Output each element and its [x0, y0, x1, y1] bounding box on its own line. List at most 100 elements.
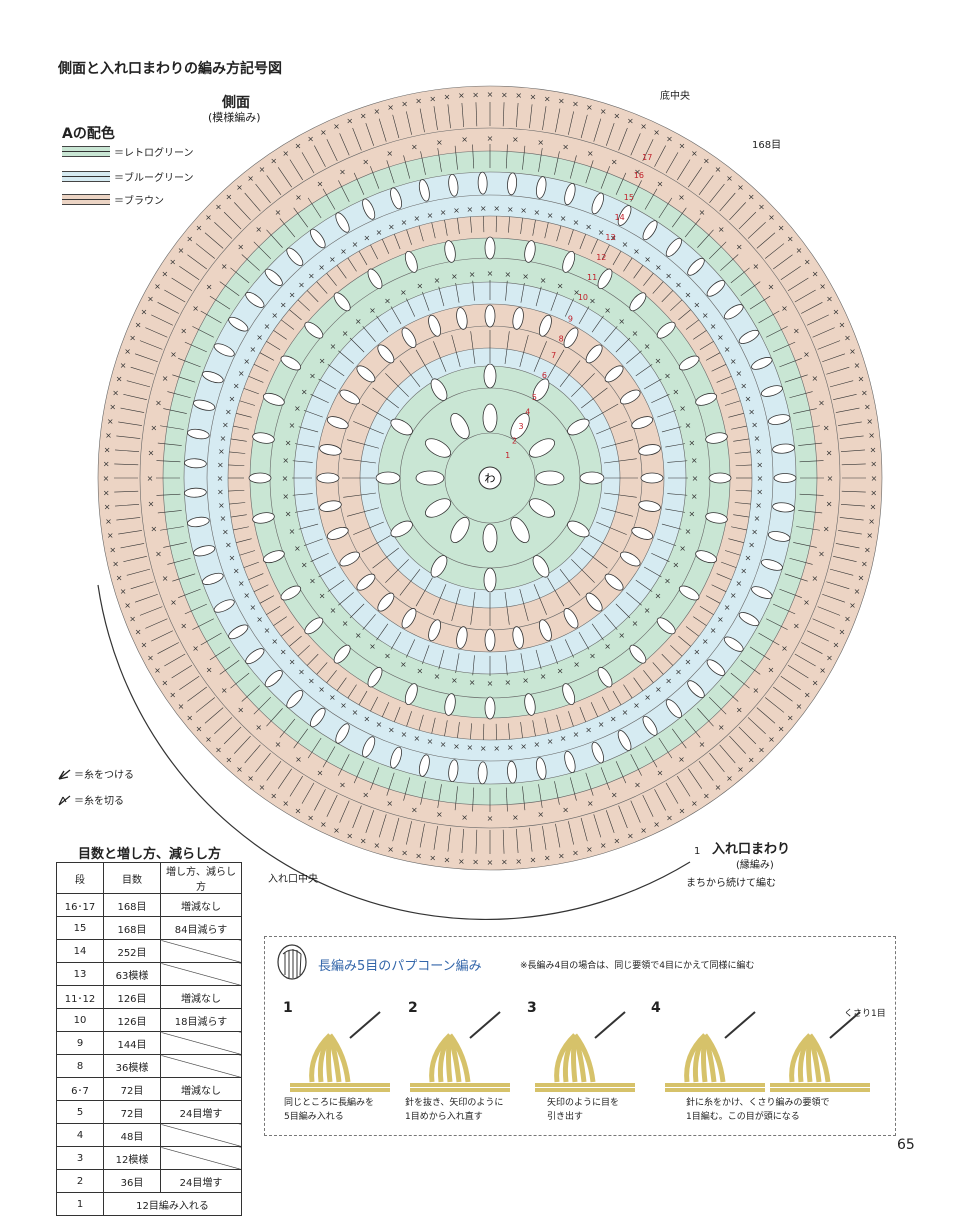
round-number: 11 [587, 273, 597, 282]
single-crochet-mark: × [737, 765, 744, 774]
crochet-chart: ××××××××××××××××××××××××××××××××××××××××… [0, 0, 960, 920]
single-crochet-mark: × [255, 723, 262, 732]
single-crochet-mark: × [796, 702, 803, 711]
bottom-center-label: 底中央 [660, 87, 690, 102]
single-crochet-mark: × [717, 333, 724, 342]
edge-title: 入れ口まわり [712, 838, 790, 857]
single-crochet-mark: × [679, 807, 686, 816]
table-cell: 6･7 [57, 1078, 104, 1101]
table-cell [161, 1055, 242, 1078]
table-cell: 168目 [104, 917, 161, 940]
single-crochet-mark: × [215, 746, 222, 755]
single-crochet-mark: × [220, 514, 227, 523]
table-cell: 12目編み入れる [104, 1193, 242, 1216]
popcorn-stitch-mark [376, 472, 400, 484]
single-crochet-mark: × [666, 814, 673, 823]
single-crochet-mark: × [319, 592, 326, 601]
table-cell [161, 940, 242, 963]
single-crochet-mark: × [162, 374, 169, 383]
round-number: 14 [615, 213, 625, 222]
single-crochet-mark: × [317, 180, 324, 189]
single-crochet-mark: × [342, 329, 349, 338]
popcorn-stitch-mark [485, 237, 495, 259]
single-crochet-mark: × [301, 561, 308, 570]
single-crochet-mark: × [285, 510, 292, 519]
single-crochet-mark: × [469, 678, 476, 687]
single-crochet-mark: × [796, 246, 803, 255]
round-number: 15 [624, 193, 634, 202]
popcorn-stitch-mark [249, 473, 271, 483]
single-crochet-mark: × [675, 667, 682, 676]
table-cell: 11･12 [57, 986, 104, 1009]
single-crochet-mark: × [710, 322, 717, 331]
single-crochet-mark: × [147, 474, 154, 483]
single-crochet-mark: × [585, 223, 592, 232]
single-crochet-mark: × [689, 510, 696, 519]
single-crochet-mark: × [150, 423, 157, 432]
table-cell: 16･17 [57, 894, 104, 917]
single-crochet-mark: × [640, 122, 647, 131]
edge-subtitle: (縁編み) [736, 856, 774, 871]
single-crochet-mark: × [250, 345, 257, 354]
single-crochet-mark: × [417, 281, 424, 290]
single-crochet-mark: × [768, 735, 775, 744]
round-number: 13 [605, 233, 615, 242]
center-label: わ [485, 472, 496, 485]
round-number: 10 [578, 293, 588, 302]
single-crochet-mark: × [691, 492, 698, 501]
round-number: 9 [568, 315, 573, 324]
single-crochet-mark: × [827, 474, 834, 483]
single-crochet-mark: × [678, 755, 685, 764]
attach-yarn-icon [58, 768, 72, 780]
single-crochet-mark: × [401, 848, 408, 857]
single-crochet-mark: × [434, 276, 441, 285]
single-crochet-mark: × [522, 272, 529, 281]
single-crochet-mark: × [861, 389, 868, 398]
round-number: 2 [512, 436, 517, 445]
single-crochet-mark: × [155, 398, 162, 407]
popcorn-stitch-mark [483, 524, 497, 552]
entrance-center-label: 入れ口中央 [268, 870, 318, 885]
single-crochet-mark: × [355, 317, 362, 326]
single-crochet-mark: × [689, 438, 696, 447]
single-crochet-mark: × [515, 857, 522, 866]
table-cell: 63模様 [104, 963, 161, 986]
single-crochet-mark: × [243, 357, 250, 366]
single-crochet-mark: × [282, 474, 289, 483]
single-crochet-mark: × [512, 813, 519, 822]
round-number: 3 [519, 422, 524, 431]
single-crochet-mark: × [434, 672, 441, 681]
table-cell: 126目 [104, 986, 161, 1009]
single-crochet-mark: × [440, 208, 447, 217]
yarn-base [665, 1085, 765, 1090]
single-crochet-mark: × [715, 165, 722, 174]
single-crochet-mark: × [154, 666, 161, 675]
single-crochet-mark: × [308, 676, 315, 685]
single-crochet-mark: × [560, 214, 567, 223]
single-crochet-mark: × [633, 701, 640, 710]
single-crochet-mark: × [162, 270, 169, 279]
round-number: 8 [559, 335, 564, 344]
single-crochet-mark: × [520, 742, 527, 751]
single-crochet-mark: × [754, 434, 761, 443]
single-crochet-mark: × [736, 705, 743, 714]
single-crochet-mark: × [487, 858, 494, 867]
single-crochet-mark: × [192, 644, 199, 653]
single-crochet-mark: × [839, 628, 846, 637]
round-number: 17 [642, 153, 652, 162]
single-crochet-mark: × [781, 304, 788, 313]
single-crochet-mark: × [427, 211, 434, 220]
crochet-hook [830, 1012, 860, 1038]
single-crochet-mark: × [162, 678, 169, 687]
single-crochet-mark: × [373, 841, 380, 850]
single-crochet-mark: × [466, 743, 473, 752]
single-crochet-mark: × [238, 579, 245, 588]
single-crochet-mark: × [317, 768, 324, 777]
yarn-base [535, 1085, 635, 1090]
table-cell: 3 [57, 1147, 104, 1170]
single-crochet-mark: × [752, 686, 759, 695]
single-crochet-mark: × [205, 735, 212, 744]
popcorn-stitch-mark [536, 471, 564, 485]
